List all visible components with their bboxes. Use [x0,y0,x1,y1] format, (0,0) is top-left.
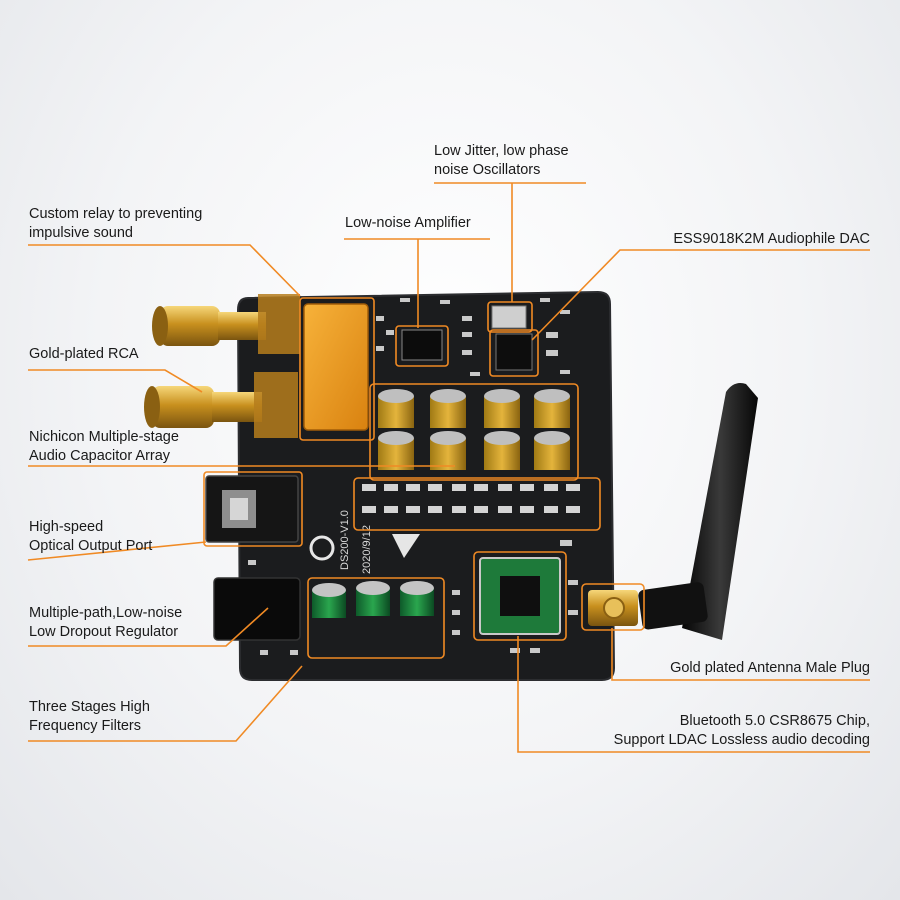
callout-regulator-line2: Low Dropout Regulator [29,624,179,640]
callout-oscillators-line1: Low Jitter, low phase [434,143,569,159]
callout-regulator-line1: Multiple-path,Low-noise [29,605,183,621]
antenna [638,383,758,640]
callout-amplifier: Low-noise Amplifier [345,214,471,233]
oscillator [491,305,527,329]
callout-dac-line1: ESS9018K2M Audiophile DAC [673,231,870,247]
callout-optical-line1: High-speed [29,519,104,535]
callout-dac: ESS9018K2M Audiophile DAC [673,230,870,249]
optical-port [205,475,299,543]
bluetooth-module [479,557,561,635]
callout-regulator: Multiple-path,Low-noise Low Dropout Regu… [29,604,182,642]
callout-bluetooth-line2: Support LDAC Lossless audio decoding [613,732,870,748]
callout-oscillators: Low Jitter, low phase noise Oscillators [434,142,569,180]
callout-amplifier-line1: Low-noise Amplifier [345,215,471,231]
callout-rca-line1: Gold-plated RCA [29,346,139,362]
callout-relay: Custom relay to preventing impulsive sou… [29,205,202,243]
callout-relay-line2: impulsive sound [29,225,133,241]
rca-connector-top [152,294,300,354]
callout-antenna-plug-line1: Gold plated Antenna Male Plug [670,660,870,676]
relay [303,303,369,431]
callout-rca: Gold-plated RCA [29,345,139,364]
dc-jack [213,577,301,641]
callout-filters-line2: Frequency Filters [29,718,142,734]
dac-chip [495,333,533,371]
callout-capacitors: Nichicon Multiple-stage Audio Capacitor … [29,428,179,466]
regulator-capacitors [312,581,434,618]
callout-lines [27,182,870,753]
callout-antenna-plug: Gold plated Antenna Male Plug [670,659,870,678]
callout-oscillators-line2: noise Oscillators [434,162,541,178]
silkscreen-model: DS200-V1.0 [339,510,351,570]
callout-bluetooth-line1: Bluetooth 5.0 CSR8675 Chip, [679,713,870,729]
silkscreen-date: 2020/9/12 [361,525,373,574]
rca-connector-bottom [144,372,298,438]
callout-boxes [203,297,645,659]
callout-relay-line1: Custom relay to preventing [29,206,203,222]
amplifier-chip [401,329,443,361]
callout-filters-line1: Three Stages High [29,699,150,715]
callout-capacitors-line2: Audio Capacitor Array [29,448,171,464]
callout-filters: Three Stages High Frequency Filters [29,698,150,736]
callout-capacitors-line1: Nichicon Multiple-stage [29,429,179,445]
callout-optical-line2: Optical Output Port [29,538,153,554]
callout-bluetooth: Bluetooth 5.0 CSR8675 Chip, Support LDAC… [614,712,870,750]
callout-optical: High-speed Optical Output Port [29,518,152,556]
capacitor-array [378,389,570,470]
antenna-plug [588,590,638,626]
